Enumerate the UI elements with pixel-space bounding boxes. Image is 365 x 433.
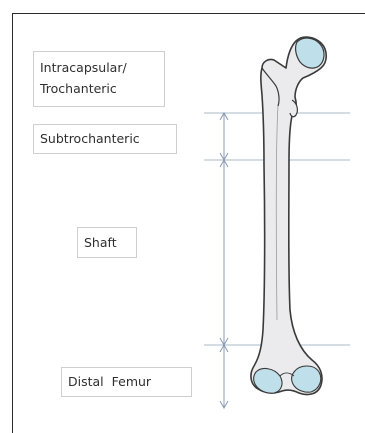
label-intracapsular-line1: Intracapsular/ [40, 57, 158, 78]
label-subtrochanteric: Subtrochanteric [33, 124, 177, 154]
medial-condyle-cartilage [292, 366, 321, 392]
label-distal-femur: Distal Femur [61, 367, 192, 397]
femur-bone-outline [251, 37, 326, 394]
label-shaft: Shaft [77, 227, 137, 258]
label-intracapsular-trochanteric: Intracapsular/ Trochanteric [33, 51, 165, 107]
label-intracapsular-line2: Trochanteric [40, 78, 158, 99]
